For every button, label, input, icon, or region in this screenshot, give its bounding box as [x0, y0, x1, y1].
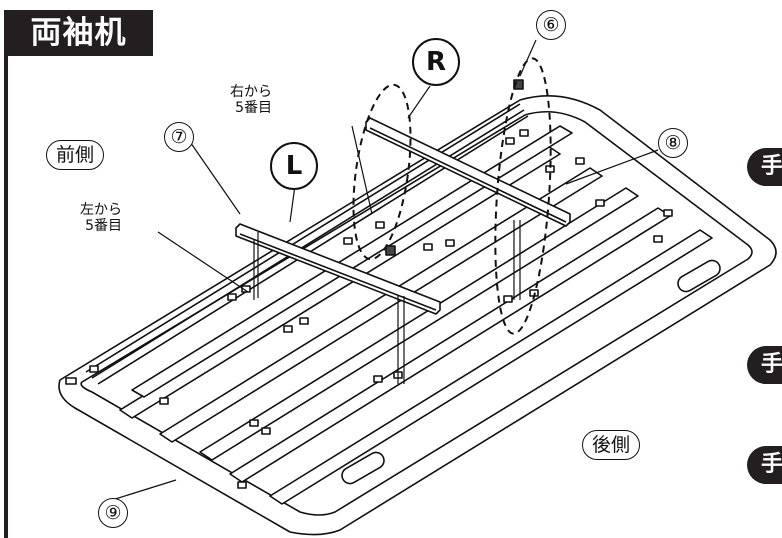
slat-1	[131, 125, 573, 398]
step-tab-2: 手	[747, 346, 782, 384]
handle-cutout-left	[341, 451, 385, 485]
bubble-r: R	[412, 38, 460, 86]
label-right-fifth-line1: 右から	[230, 84, 272, 100]
label-right-fifth-line2: 5番目	[235, 100, 272, 116]
slat-2	[199, 187, 639, 461]
label-left-fifth-line1: 左から	[80, 202, 122, 218]
guide-l	[253, 232, 259, 300]
step-tab-3: 手	[747, 446, 782, 484]
page-title: 両袖机	[4, 10, 153, 56]
leader-7	[185, 135, 241, 215]
label-right-fifth: 右から 5番目	[230, 84, 272, 116]
label-left-fifth: 左から 5番目	[80, 202, 122, 234]
leader-8	[565, 149, 659, 185]
part-number-9: ⑨	[98, 498, 128, 528]
label-back: 後側	[582, 430, 641, 460]
rib-2	[159, 167, 603, 443]
bolt-r	[513, 79, 524, 90]
bubble-l: L	[270, 142, 318, 190]
part-number-6: ⑥	[536, 10, 566, 40]
guide-center	[397, 296, 405, 384]
leader-r	[407, 85, 431, 119]
label-left-fifth-line2: 5番目	[85, 218, 122, 234]
leader-9	[111, 479, 177, 501]
part-number-8: ⑧	[658, 128, 688, 158]
leader-left-fifth	[157, 231, 249, 293]
guide-r	[513, 220, 521, 300]
dashed-zone-6	[494, 57, 552, 335]
handle-cutout-right	[677, 259, 721, 293]
bolt-l	[385, 245, 396, 256]
label-front: 前側	[46, 140, 105, 170]
leader-6	[519, 39, 537, 77]
step-tab-1: 手	[747, 148, 782, 186]
dashed-zone-r	[352, 83, 412, 261]
leader-right-fifth	[351, 125, 373, 215]
left-rule	[4, 56, 8, 538]
frame-inner	[80, 110, 753, 516]
part-number-7: ⑦	[164, 122, 194, 152]
rib-4	[269, 229, 713, 505]
